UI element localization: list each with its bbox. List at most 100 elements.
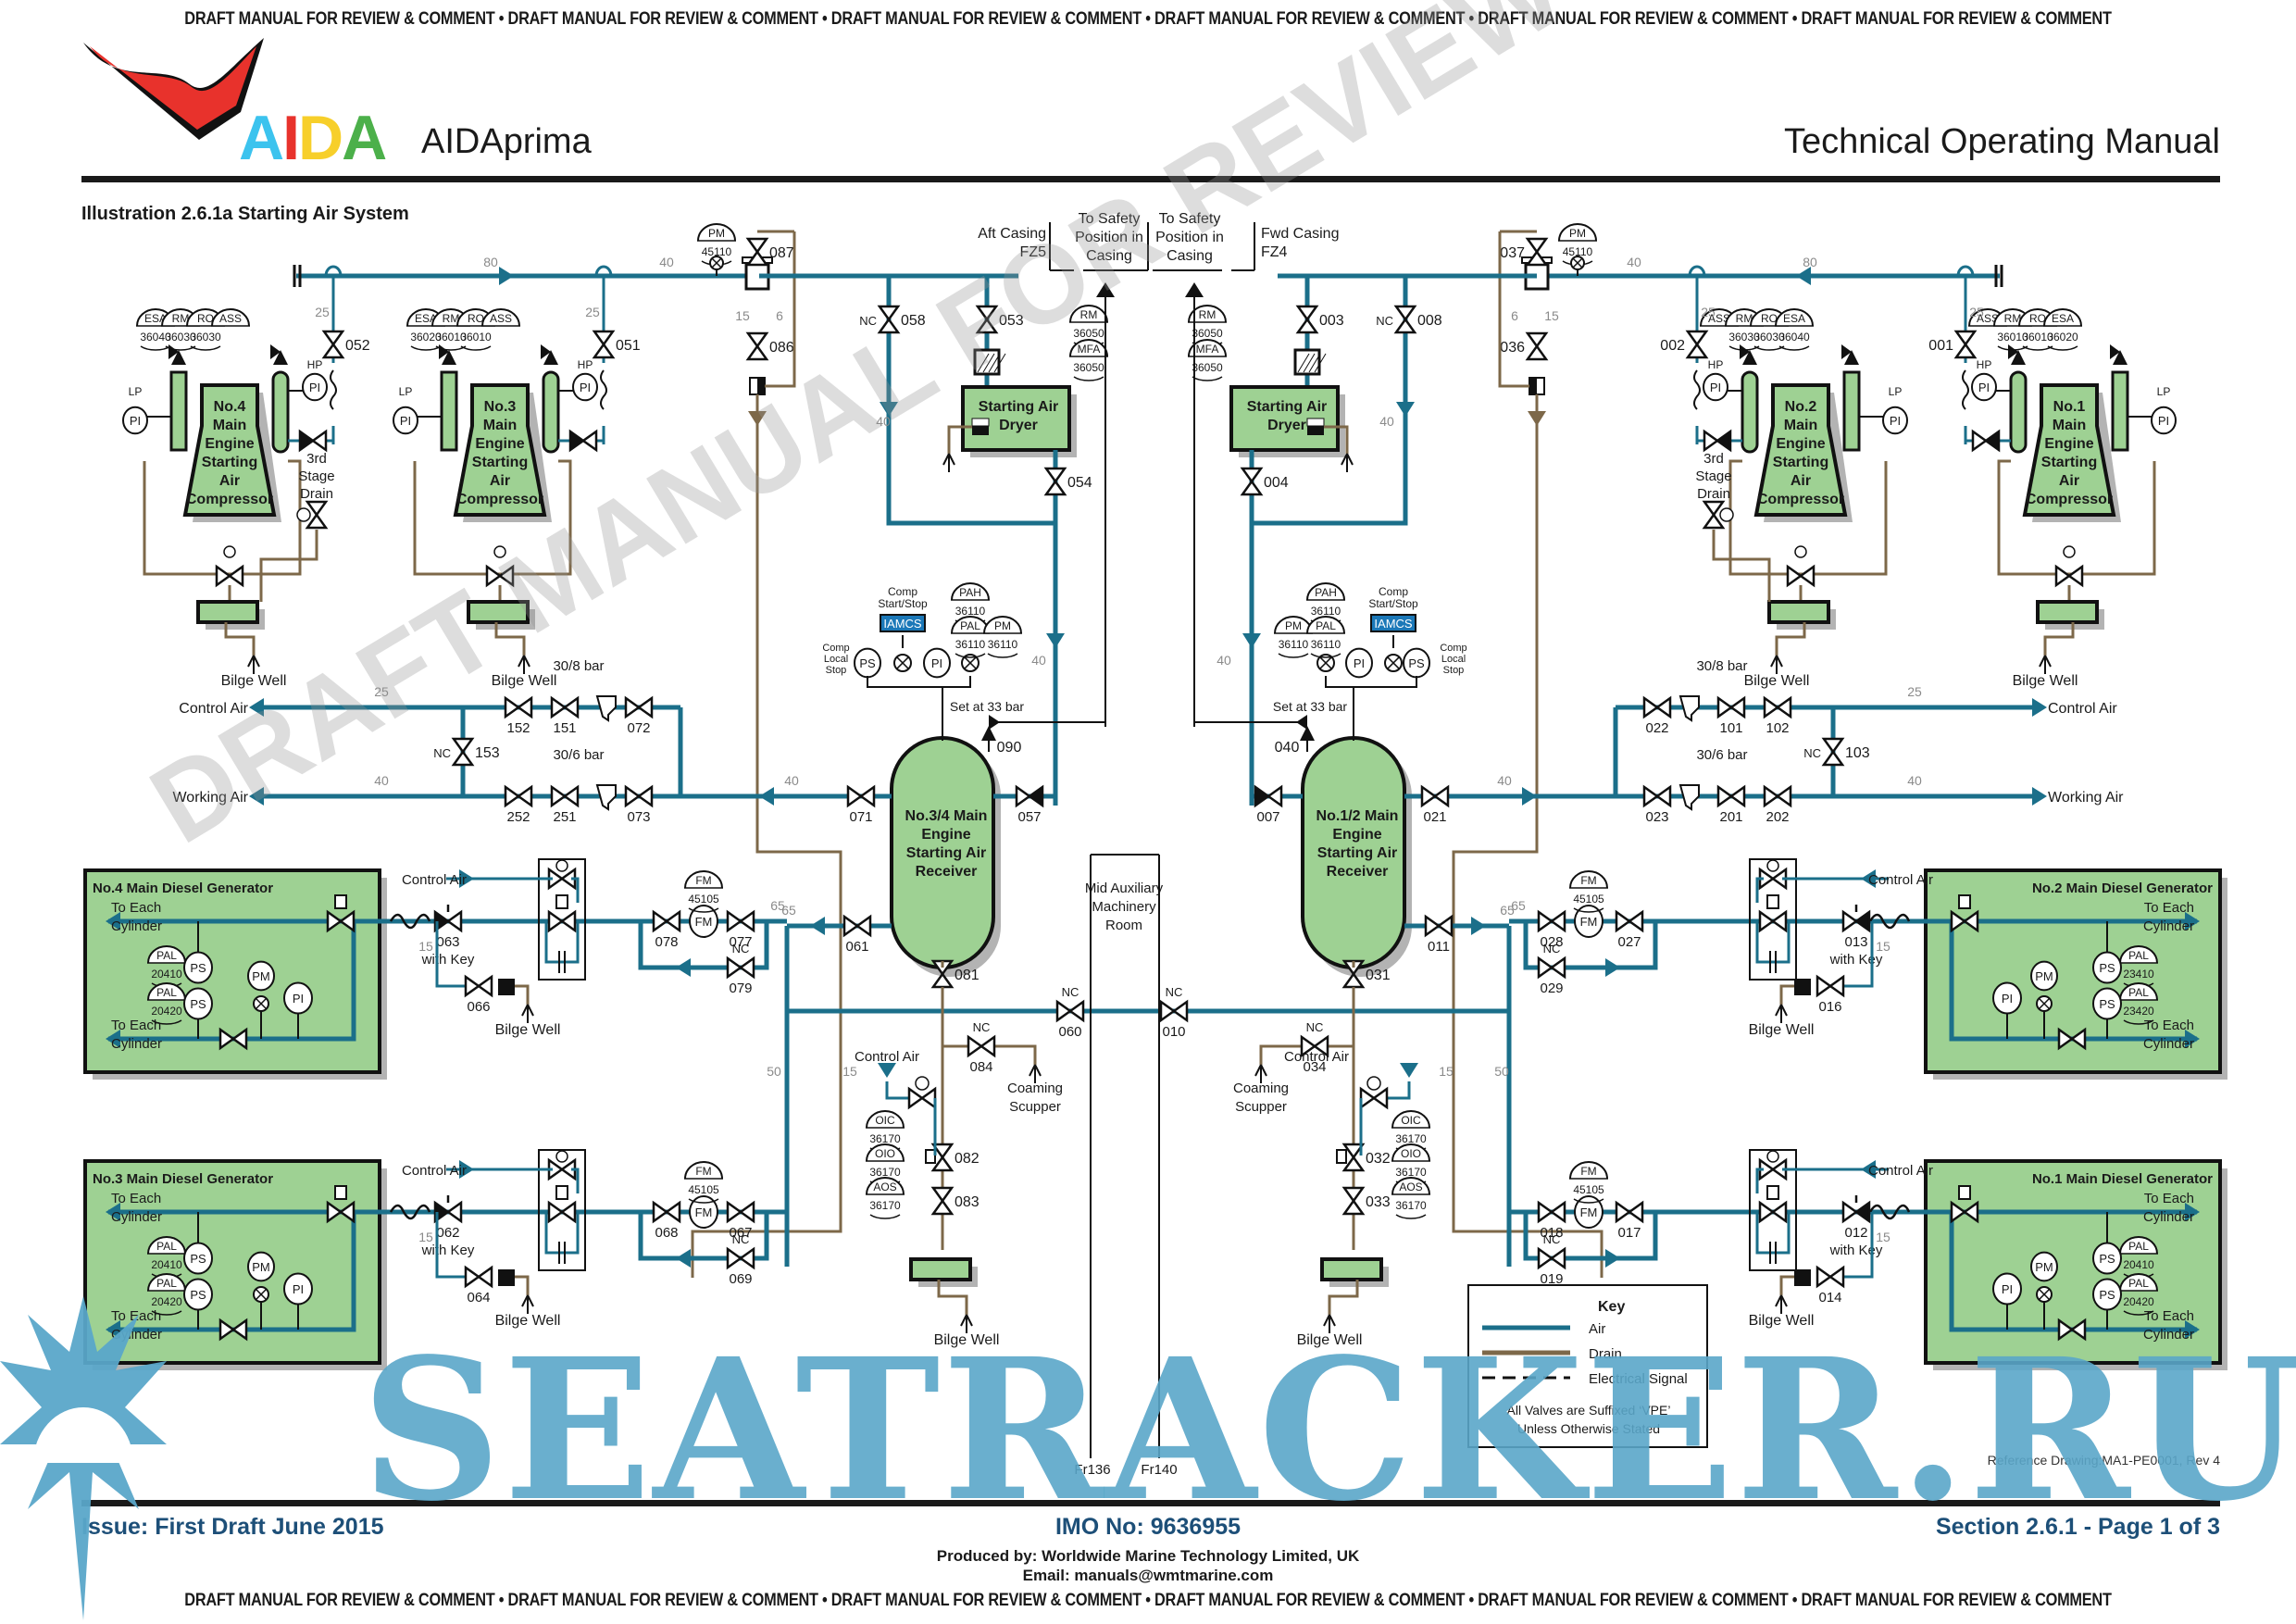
tag-code: RM [1736, 312, 1753, 325]
pressure-switch-icon [183, 987, 213, 1020]
gauge-label: PS [2099, 1252, 2115, 1266]
frame-label: Fr140 [1141, 1462, 1177, 1478]
indicator-cross [255, 997, 268, 1010]
flow-arrow-icon [1605, 958, 1620, 977]
valve-half [1549, 909, 1566, 933]
pipe-size-label: 15 [1544, 308, 1559, 323]
gauge-label: PS [190, 997, 206, 1011]
valve-half [1627, 909, 1644, 933]
tag-arc [1778, 345, 1810, 351]
trap-valve [745, 237, 769, 267]
drain-trap-icon [498, 979, 515, 995]
tag-number: 23420 [2123, 1005, 2154, 1018]
comp-start-stop-label: Comp [1379, 585, 1408, 598]
with-key-label: with Key [1829, 1243, 1883, 1258]
tag-code: ESA [1783, 312, 1805, 325]
lp-gauge-icon [1882, 406, 1908, 435]
valve-half [1627, 1200, 1644, 1224]
control-air-label: Control Air [855, 1049, 919, 1065]
valve-half [1728, 784, 1746, 808]
tag-number: 36040 [140, 331, 171, 344]
pm-tag-icon [983, 616, 1022, 634]
tag-arc [869, 1214, 901, 1219]
pilot-valve-icon [1758, 909, 1788, 933]
valve-half [476, 974, 493, 998]
nonreturn-valve-icon [298, 429, 328, 453]
drain-trap-icon [1794, 979, 1811, 995]
reducing-valve-icon [1678, 695, 1700, 722]
legend-label: Electrical Signal [1589, 1371, 1688, 1387]
mid-aux-room-label: Machinery [1092, 899, 1156, 915]
valve-half [1715, 429, 1732, 453]
valve-tag: 017 [1617, 1225, 1641, 1241]
bilge-well-label: Bilge Well [1749, 1022, 1815, 1038]
valve-tag: 151 [553, 720, 576, 736]
gauge-label: PI [2002, 1282, 2013, 1296]
valve-tag: 078 [655, 934, 678, 950]
trap-valve [1525, 237, 1549, 267]
iamcs-badge [880, 614, 926, 632]
gauge-label: PS [190, 1252, 206, 1266]
flow-arrow-icon [106, 1203, 120, 1221]
tag-code: PAL [1316, 619, 1336, 632]
indicator-cross [2038, 997, 2051, 1010]
relief-valve-icon [1300, 726, 1315, 741]
compressor-label: Starting [1773, 455, 1828, 470]
control-air-line [1755, 1168, 1764, 1193]
valve-half [310, 429, 328, 453]
tag-number: 45105 [1573, 893, 1604, 906]
instrument-manifold [1325, 676, 1417, 688]
legend-note: All Valves are Suffixed ‘VPE’ [1507, 1403, 1671, 1418]
valve-half [2057, 1318, 2075, 1342]
compressor-c2 [1740, 344, 1861, 522]
receiver-inlet-valve [1015, 784, 1044, 808]
pipe-crossover-icon [1688, 265, 1706, 277]
receiver-drain-line [1328, 1280, 1359, 1315]
valve-tag: 071 [849, 809, 872, 825]
safety-position-label: Casing [1167, 248, 1213, 264]
flowmeter-bypass-valve [1537, 1246, 1566, 1270]
valve-half [1159, 999, 1177, 1023]
flex-joint-icon [1868, 913, 1911, 930]
actuator-icon [1958, 1185, 1971, 1200]
valve-half [1775, 784, 1792, 808]
flowmeter-bypass [1523, 921, 1658, 970]
produced-by: Produced by: Worldwide Marine Technology… [0, 1546, 2296, 1585]
valve-half [464, 974, 481, 998]
drain-valve-tag-icon [1391, 1110, 1430, 1129]
tag-arc [190, 345, 221, 351]
valve-tag: 201 [1719, 809, 1742, 825]
valve-half [568, 429, 586, 453]
tag-code: PAH [959, 586, 981, 599]
tag-code: AOS [873, 1181, 896, 1193]
actuator-icon [334, 894, 347, 909]
solenoid-icon [1366, 1076, 1381, 1091]
tag-number: 36010 [435, 331, 467, 344]
safety-valve-icon [442, 350, 456, 365]
receiver-label: Receiver [916, 864, 978, 880]
compressor-label: Engine [475, 436, 524, 452]
valve-tag: 036 [1500, 340, 1525, 356]
valve-half [1770, 909, 1788, 933]
dryer-label: Starting Air [1247, 399, 1328, 415]
trap-valve [1525, 331, 1549, 361]
tag-arc [1395, 1214, 1427, 1219]
tag-arc [1573, 907, 1604, 913]
indicator-cross [896, 656, 909, 669]
hp-label: HP [1708, 358, 1724, 371]
flow-arrow-icon [106, 912, 120, 931]
drain-valve-tag-icon [1391, 1177, 1430, 1195]
valve-half [1295, 317, 1319, 334]
compressor-body [182, 383, 277, 517]
compressor-label: Main [1784, 418, 1817, 433]
reducing-station-valve [1716, 784, 1746, 808]
drain-arrow-icon [1775, 1004, 1788, 1023]
pressure-gauge-icon [283, 1272, 313, 1305]
actuator-icon [1336, 1149, 1347, 1164]
third-stage-drain [259, 530, 318, 602]
pipe-size-label: 15 [1876, 1230, 1890, 1244]
valve-tag: 103 [1845, 745, 1870, 761]
valve-tag: 001 [1928, 338, 1953, 354]
bilge-well-label: Bilge Well [495, 1022, 561, 1038]
gauge-label: PI [2158, 414, 2169, 428]
